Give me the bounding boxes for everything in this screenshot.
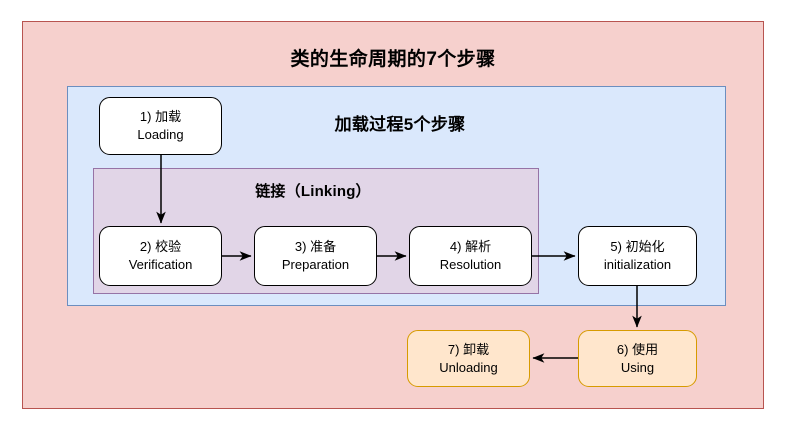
node-initialization-label-en: initialization <box>603 257 672 272</box>
node-unloading[interactable]: 7) 卸载 Unloading <box>407 330 530 387</box>
node-loading-label-cn: 1) 加载 <box>139 109 182 125</box>
node-unloading-label-en: Unloading <box>439 359 498 375</box>
node-verification-label-cn: 2) 校验 <box>139 239 182 255</box>
node-preparation[interactable]: 3) 准备 Preparation <box>254 226 377 286</box>
node-using[interactable]: 6) 使用 Using <box>578 330 697 387</box>
node-preparation-label-en: Preparation <box>281 257 350 272</box>
node-initialization[interactable]: 5) 初始化 initialization <box>578 226 697 286</box>
node-initialization-label-cn: 5) 初始化 <box>610 239 665 255</box>
node-loading-label-en: Loading <box>137 127 184 142</box>
region-linking-label: 链接（Linking） <box>255 183 371 200</box>
node-unloading-label-cn: 7) 卸载 <box>447 341 490 357</box>
diagram-title: 类的生命周期的7个步骤 <box>290 49 496 70</box>
node-verification-label-en: Verification <box>128 257 193 272</box>
node-verification[interactable]: 2) 校验 Verification <box>99 226 222 286</box>
node-resolution-label-cn: 4) 解析 <box>449 239 492 255</box>
node-resolution-label-en: Resolution <box>439 257 502 272</box>
node-loading[interactable]: 1) 加载 Loading <box>99 97 222 155</box>
node-resolution[interactable]: 4) 解析 Resolution <box>409 226 532 286</box>
node-using-label-en: Using <box>620 359 655 375</box>
node-using-label-cn: 6) 使用 <box>616 341 659 357</box>
region-loading-process-label: 加载过程5个步骤 <box>334 115 466 134</box>
node-preparation-label-cn: 3) 准备 <box>294 239 337 255</box>
